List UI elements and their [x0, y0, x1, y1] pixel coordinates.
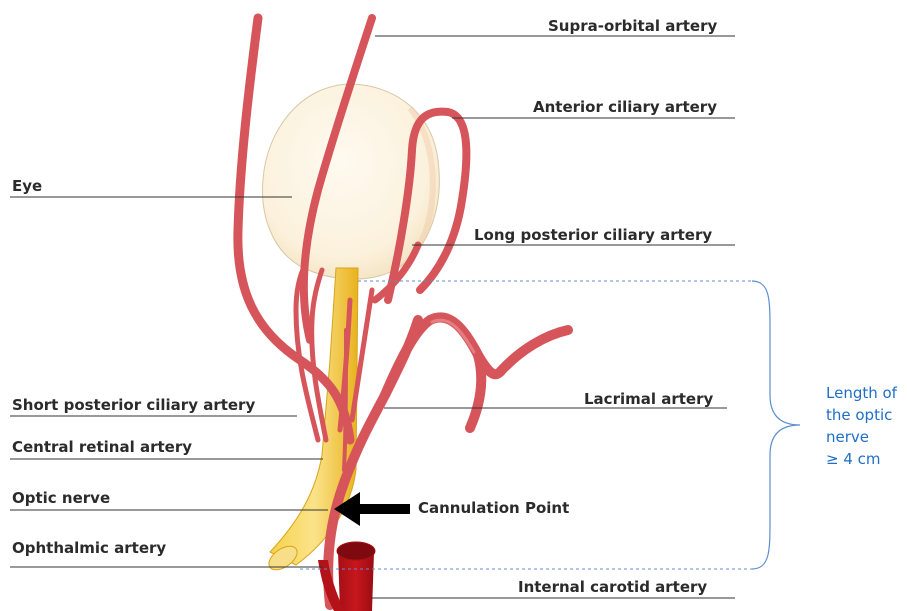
label-lacrimal-artery: Lacrimal artery [584, 390, 713, 408]
callout-length-line-1: Length of [826, 384, 898, 402]
optic-nerve-length-bracket [300, 281, 800, 569]
callout-length-line-3: nerve [826, 428, 869, 446]
label-eye: Eye [12, 177, 42, 195]
label-cannulation-point: Cannulation Point [418, 499, 569, 517]
label-supra-orbital-artery: Supra-orbital artery [548, 17, 717, 35]
label-anterior-ciliary-artery: Anterior ciliary artery [533, 98, 717, 116]
callout-length-line-2: the optic [826, 406, 892, 424]
label-long-posterior-ciliary-artery: Long posterior ciliary artery [474, 226, 712, 244]
callout-length-line-4: ≥ 4 cm [826, 450, 881, 468]
label-optic-nerve: Optic nerve [12, 489, 110, 507]
label-short-posterior-ciliary-artery: Short posterior ciliary artery [12, 396, 255, 414]
label-internal-carotid-artery: Internal carotid artery [518, 578, 707, 596]
label-central-retinal-artery: Central retinal artery [12, 438, 192, 456]
label-ophthalmic-artery: Ophthalmic artery [12, 539, 166, 557]
